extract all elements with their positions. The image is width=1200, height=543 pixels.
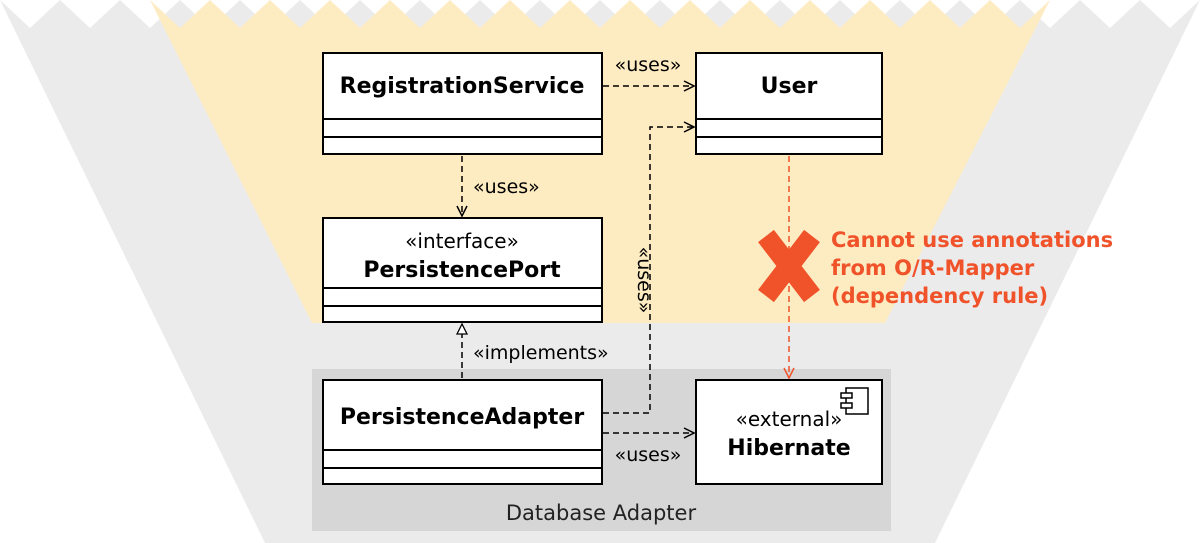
violation-note: Cannot use annotations from O/R-Mapper (… <box>831 228 1120 308</box>
service-user-label: «uses» <box>615 54 682 76</box>
persistence-port-stereotype: «interface» <box>405 229 519 253</box>
cross-mark-icon <box>758 229 820 303</box>
registration-service-name: RegistrationService <box>340 74 585 99</box>
hibernate-component: «external» Hibernate <box>695 379 883 485</box>
adapter-user-dependency <box>603 127 694 414</box>
violation-line-1: Cannot use annotations <box>831 228 1113 252</box>
violation-line-2: from O/R-Mapper <box>831 256 1035 280</box>
user-name: User <box>761 74 818 99</box>
hibernate-stereotype: «external» <box>736 407 843 431</box>
violation-line-3: (dependency rule) <box>831 284 1048 308</box>
adapter-user-label: «uses» <box>633 247 655 314</box>
persistence-adapter-class: PersistenceAdapter <box>322 379 603 485</box>
component-icon <box>840 387 869 415</box>
persistence-adapter-name: PersistenceAdapter <box>340 405 584 430</box>
adapter-hibernate-label: «uses» <box>615 444 682 466</box>
persistence-port-name: PersistencePort <box>363 258 561 283</box>
adapter-port-label: «implements» <box>473 342 609 364</box>
user-class: User <box>695 52 883 155</box>
database-adapter-label: Database Adapter <box>506 501 697 525</box>
registration-service-class: RegistrationService <box>322 52 603 155</box>
hibernate-name: Hibernate <box>727 436 850 461</box>
service-port-label: «uses» <box>473 176 540 198</box>
persistence-port-class: «interface» PersistencePort <box>322 217 603 323</box>
